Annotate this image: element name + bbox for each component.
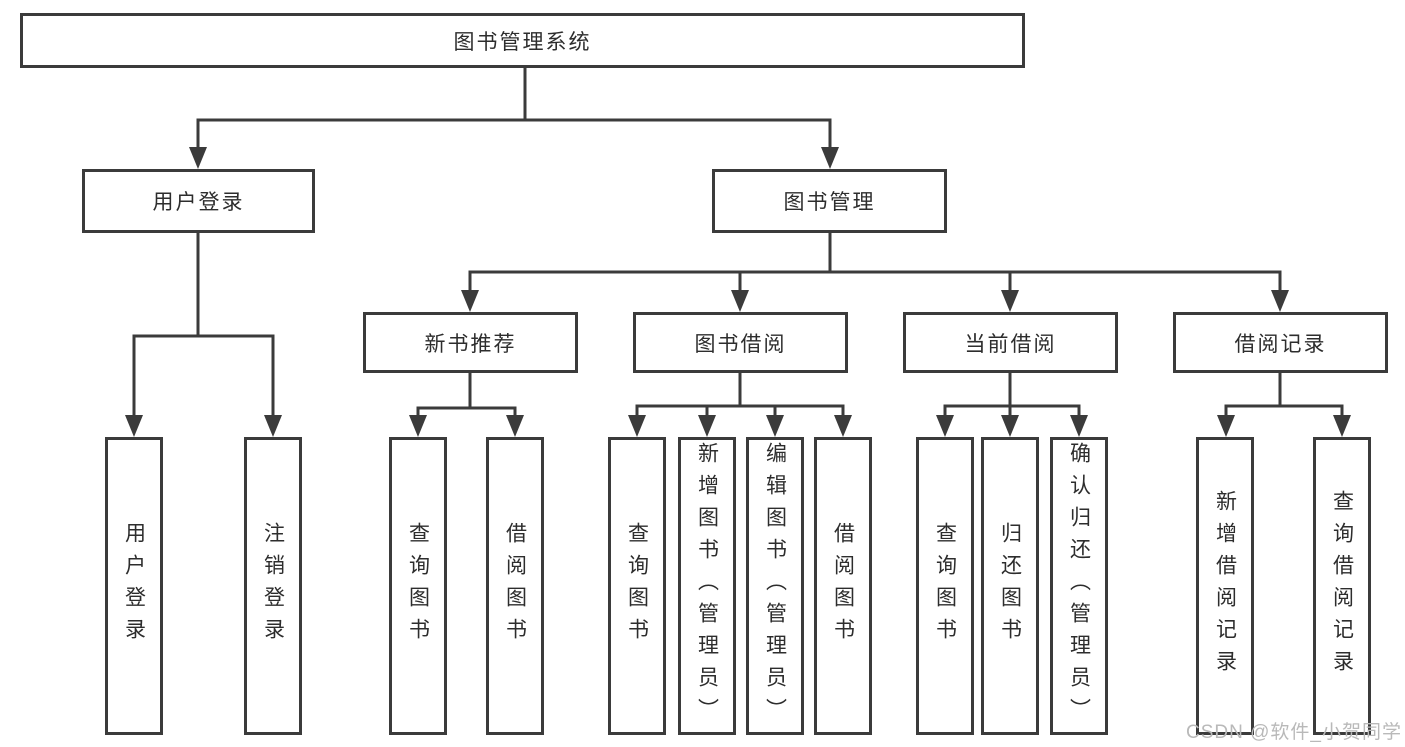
node-label: 图书管理 <box>783 191 876 214</box>
node-label: 确认归还（管理员） <box>1067 442 1091 730</box>
node-user-login: 用户登录 <box>82 169 315 233</box>
leaf-borrow-books-2: 借阅图书 <box>814 437 872 735</box>
node-label: 用户登录 <box>122 522 146 650</box>
node-label: 借阅记录 <box>1234 332 1327 356</box>
node-new-book-recommend: 新书推荐 <box>363 312 578 373</box>
node-label: 编辑图书（管理员） <box>763 442 787 730</box>
node-borrow-records: 借阅记录 <box>1173 312 1388 373</box>
node-label: 新书推荐 <box>424 332 517 356</box>
leaf-query-books-3: 查询图书 <box>916 437 974 735</box>
arrowhead-icon <box>821 147 839 169</box>
node-book-management: 图书管理 <box>712 169 947 233</box>
node-current-borrow: 当前借阅 <box>903 312 1118 373</box>
arrowhead-icon <box>834 415 852 437</box>
arrowhead-icon <box>628 415 646 437</box>
node-library-system: 图书管理系统 <box>20 13 1025 68</box>
node-label: 查询借阅记录 <box>1330 490 1354 682</box>
leaf-user-login: 用户登录 <box>105 437 163 735</box>
arrowhead-icon <box>1001 415 1019 437</box>
arrowhead-icon <box>189 147 207 169</box>
node-label: 新增借阅记录 <box>1213 490 1237 682</box>
arrowhead-icon <box>698 415 716 437</box>
arrowhead-icon <box>506 415 524 437</box>
node-label: 查询图书 <box>406 522 430 650</box>
leaf-add-books-admin: 新增图书（管理员） <box>678 437 736 735</box>
leaf-add-borrow-record: 新增借阅记录 <box>1196 437 1254 735</box>
arrowhead-icon <box>409 415 427 437</box>
node-label: 查询图书 <box>933 522 957 650</box>
arrowhead-icon <box>125 415 143 437</box>
arrowhead-icon <box>1271 290 1289 312</box>
watermark-text: CSDN @软件_小贺同学 <box>1186 722 1402 743</box>
node-book-borrow: 图书借阅 <box>633 312 848 373</box>
node-label: 归还图书 <box>998 522 1022 650</box>
node-label: 当前借阅 <box>964 332 1057 356</box>
arrowhead-icon <box>936 415 954 437</box>
arrowhead-icon <box>766 415 784 437</box>
arrowhead-icon <box>264 415 282 437</box>
node-label: 用户登录 <box>152 191 245 214</box>
arrowhead-icon <box>731 290 749 312</box>
leaf-query-books-2: 查询图书 <box>608 437 666 735</box>
leaf-logout: 注销登录 <box>244 437 302 735</box>
arrowhead-icon <box>1217 415 1235 437</box>
leaf-edit-books-admin: 编辑图书（管理员） <box>746 437 804 735</box>
node-label: 新增图书（管理员） <box>695 442 719 730</box>
node-label: 图书借阅 <box>694 332 787 356</box>
node-label: 借阅图书 <box>503 522 527 650</box>
node-label: 查询图书 <box>625 522 649 650</box>
leaf-borrow-books-1: 借阅图书 <box>486 437 544 735</box>
node-label: 图书管理系统 <box>453 30 592 54</box>
arrowhead-icon <box>1001 290 1019 312</box>
leaf-query-borrow-record: 查询借阅记录 <box>1313 437 1371 735</box>
node-label: 借阅图书 <box>831 522 855 650</box>
leaf-confirm-return-admin: 确认归还（管理员） <box>1050 437 1108 735</box>
arrowhead-icon <box>1333 415 1351 437</box>
arrowhead-icon <box>1070 415 1088 437</box>
leaf-query-books-1: 查询图书 <box>389 437 447 735</box>
leaf-return-books: 归还图书 <box>981 437 1039 735</box>
arrowhead-icon <box>461 290 479 312</box>
node-label: 注销登录 <box>261 522 285 650</box>
